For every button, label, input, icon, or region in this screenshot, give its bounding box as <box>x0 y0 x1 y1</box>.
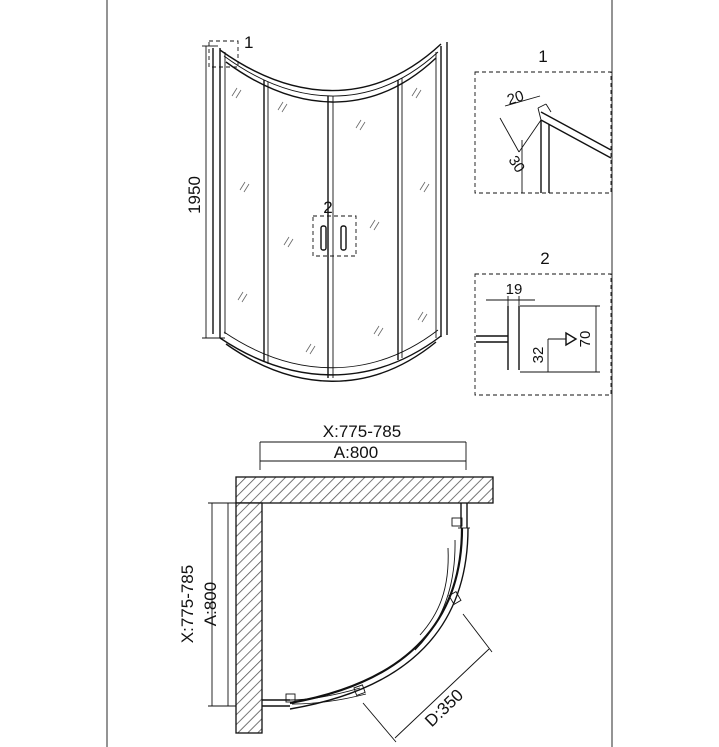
glass-reflections <box>231 87 430 355</box>
plan-view: X:775-785 A:800 X:775-785 A:800 <box>178 422 494 743</box>
callout-1: 1 <box>208 33 253 68</box>
detail-1: 1 20 30 <box>474 47 612 194</box>
detail-2-dim-height: 70 <box>577 331 594 348</box>
detail-1-title: 1 <box>538 47 547 66</box>
plan-top-dimensions: X:775-785 A:800 <box>259 422 467 470</box>
plan-x-range-top: X:775-785 <box>323 422 401 441</box>
curved-glass <box>289 527 469 710</box>
walls <box>235 476 494 734</box>
detail-2-dimensions: 19 70 32 <box>486 281 600 373</box>
detail-1-dimensions: 20 30 <box>499 87 542 176</box>
height-dimension: 1950 <box>185 45 225 339</box>
left-profile <box>212 48 226 338</box>
detail-1-dim-b: 30 <box>505 153 528 176</box>
door-fittings <box>285 517 463 703</box>
page-frame <box>106 0 613 747</box>
plan-a-top: A:800 <box>334 443 378 462</box>
door-handles <box>320 225 347 251</box>
callout-2-label: 2 <box>323 198 332 217</box>
height-label: 1950 <box>185 176 204 214</box>
top-rail <box>219 43 442 103</box>
detail-2-profile <box>476 306 578 370</box>
plan-right-profile <box>458 503 470 529</box>
callout-1-label: 1 <box>244 33 253 52</box>
detail-2: 2 19 70 32 <box>474 249 612 396</box>
glass-panel-lines <box>263 78 403 378</box>
detail-2-dim-width: 19 <box>506 281 523 298</box>
plan-door-label: D:350 <box>421 685 467 730</box>
left-wall <box>235 502 263 734</box>
front-view: 1950 <box>185 33 448 382</box>
plan-x-range-side: X:775-785 <box>178 565 197 643</box>
detail-2-title: 2 <box>540 249 549 268</box>
detail-1-dim-a: 20 <box>505 87 526 108</box>
detail-2-dim-small: 32 <box>530 347 547 364</box>
bottom-rail <box>219 329 442 382</box>
plan-a-side: A:800 <box>201 582 220 626</box>
plan-side-dimensions: X:775-785 A:800 <box>178 502 236 707</box>
callout-2: 2 <box>312 198 357 257</box>
plan-bottom-profile <box>262 699 290 707</box>
right-profile <box>435 42 448 338</box>
top-wall <box>235 476 494 504</box>
detail-1-profile <box>521 103 612 193</box>
